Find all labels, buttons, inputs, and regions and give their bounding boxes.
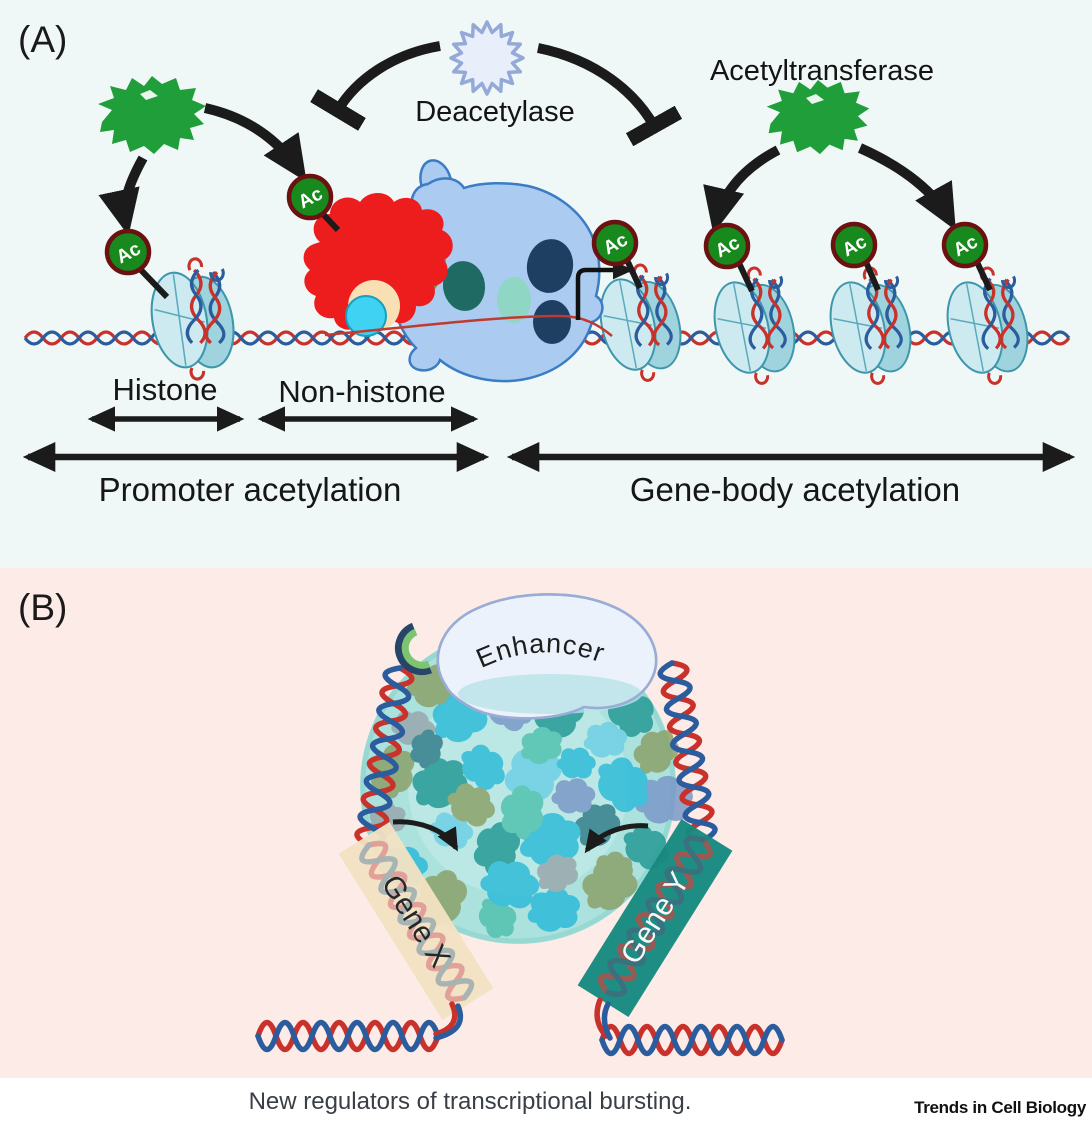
non-histone-label: Non-histone	[278, 374, 445, 409]
ac-badge: Ac	[941, 221, 993, 292]
deacetylase-label: Deacetylase	[415, 96, 575, 128]
dna-through-complex	[324, 314, 613, 337]
mediator-lightteal-blob	[497, 277, 531, 323]
acetyltransferase-label: Acetyltransferase	[710, 55, 934, 87]
dna-connector	[601, 1001, 613, 1041]
transcription-factor-red	[303, 193, 453, 331]
ac-badge: Ac	[703, 222, 755, 293]
dna-connector	[433, 1003, 464, 1041]
tss-arrow	[575, 260, 634, 320]
panel-a-label: (A)	[18, 19, 67, 60]
histone-label: Histone	[112, 372, 217, 407]
polymerase-clamp-upper	[526, 239, 574, 293]
acetylation-arrow	[857, 143, 956, 231]
acetyltransferase-enzyme-icon	[98, 76, 206, 154]
ac-badge: Ac	[830, 221, 881, 292]
deacetylase-starburst-icon	[449, 20, 525, 96]
polymerase-complex	[303, 159, 634, 383]
journal-name: Trends in Cell Biology	[914, 1098, 1086, 1117]
inhibition-arrow	[310, 41, 441, 131]
ac-badge: Ac	[286, 173, 341, 233]
inhibition-arrow	[537, 43, 683, 147]
gene-y-tss-arrow	[584, 823, 649, 854]
panel-b-label: (B)	[18, 587, 67, 628]
gene-body-acetylation-label: Gene-body acetylation	[630, 471, 960, 508]
mediator-teal-blob	[442, 261, 486, 311]
gene-x-tss-arrow	[392, 819, 459, 852]
panel-a: (A) Deacetylase Acetyltransferase	[0, 0, 1092, 568]
ac-badge: Ac	[591, 219, 643, 290]
dna-connector	[594, 997, 609, 1039]
acetyltransferase-enzyme-icon	[766, 80, 870, 155]
caption-bar: New regulators of transcriptional bursti…	[0, 1078, 1092, 1130]
ac-badge: Ac	[104, 228, 170, 300]
acetylation-arrow	[203, 103, 307, 182]
tbp-cyan-blob	[345, 295, 387, 337]
dna-connector	[433, 1001, 458, 1037]
figure-caption: New regulators of transcriptional bursti…	[248, 1088, 692, 1115]
polymerase-clamp-lower	[533, 300, 571, 344]
acetylation-arrow	[703, 145, 781, 234]
acetylation-arrow	[98, 155, 148, 236]
panel-b: (B)	[0, 568, 1092, 1078]
enhancer-blob: Enhancer	[436, 593, 658, 720]
bound-factor-icon	[394, 622, 433, 676]
promoter-acetylation-label: Promoter acetylation	[99, 471, 402, 508]
